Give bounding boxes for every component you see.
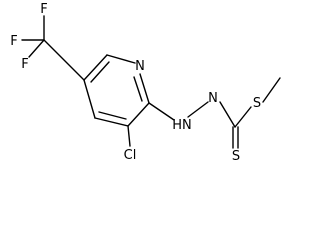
atom-nh-hydrazine: HN — [172, 118, 192, 133]
atom-labels: N Cl HN N S S F F F — [10, 2, 261, 164]
bond-c5-cf3 — [43, 39, 85, 81]
atom-n-hydrazine: N — [208, 91, 218, 106]
bond-ring-c4-c5 — [83, 79, 96, 119]
bond-ring-c3-c4-b — [98, 111, 127, 120]
molecule-structure: N Cl HN N S S F F F — [10, 2, 281, 164]
bond-s-ch3 — [262, 77, 281, 103]
bond-cf3-f-lower — [28, 39, 45, 58]
atom-n-pyridine: N — [135, 59, 145, 74]
atom-s-methyl: S — [253, 96, 261, 111]
bond-ring-c3-c4-a — [94, 117, 129, 127]
atom-cl: Cl — [124, 148, 137, 163]
atom-s-thione: S — [232, 149, 240, 164]
bonds — [21, 15, 281, 149]
atom-f-left: F — [10, 34, 17, 49]
bond-c-s-methyl — [234, 106, 252, 128]
atom-f-top: F — [40, 2, 47, 17]
bond-c3-cl — [127, 125, 131, 147]
bond-ring-n1-c2-b — [133, 76, 143, 102]
atom-f-lower: F — [21, 57, 28, 72]
bond-n-c — [219, 101, 236, 128]
bond-ring-n1-c2-a — [139, 73, 150, 104]
bond-ring-c6-n1 — [106, 54, 136, 64]
bond-nh-n — [187, 101, 209, 118]
bond-ring-c2-c3 — [127, 102, 150, 127]
bond-ring-c5-c6-b — [90, 61, 110, 83]
bond-ring-c5-c6-a — [83, 54, 108, 81]
bond-c2-nh — [148, 102, 175, 121]
